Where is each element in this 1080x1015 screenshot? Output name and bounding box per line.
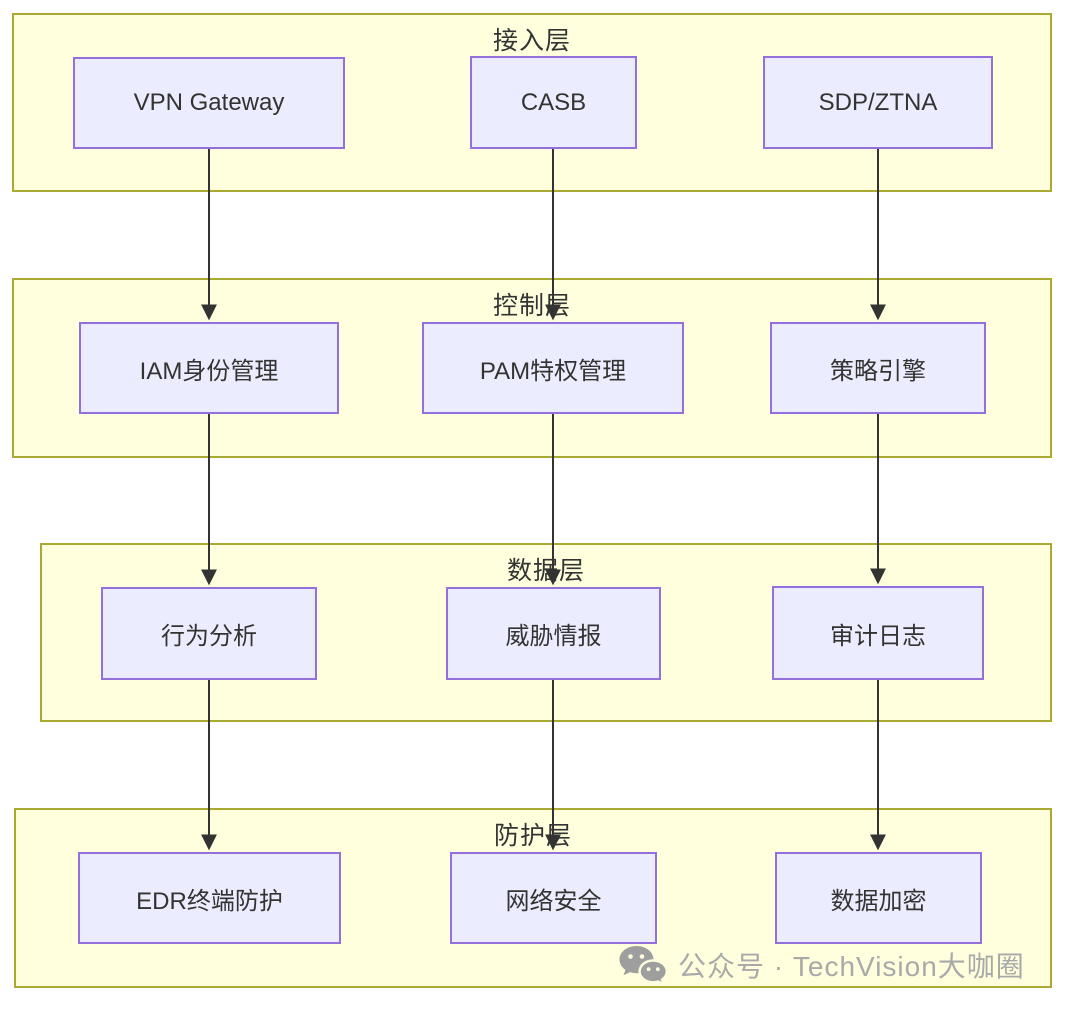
node-pam: PAM特权管理 xyxy=(422,322,684,414)
node-behavior-analysis: 行为分析 xyxy=(101,587,317,680)
node-vpn-gateway: VPN Gateway xyxy=(73,57,345,149)
wechat-icon xyxy=(619,946,668,986)
node-sdp-ztna: SDP/ZTNA xyxy=(763,56,993,149)
node-data-encryption: 数据加密 xyxy=(775,852,982,944)
node-audit-log: 审计日志 xyxy=(772,586,984,680)
layer-control-title: 控制层 xyxy=(492,292,571,320)
watermark: 公众号 · TechVision大咖圈 xyxy=(618,944,1025,986)
watermark-text: 公众号 · TechVision大咖圈 xyxy=(678,951,1025,982)
layer-data-title: 数据层 xyxy=(506,557,585,585)
node-network-security: 网络安全 xyxy=(450,852,657,944)
node-policy-engine: 策略引擎 xyxy=(770,322,986,414)
layer-protection-title: 防护层 xyxy=(493,822,572,850)
node-edr: EDR终端防护 xyxy=(78,852,341,944)
node-casb: CASB xyxy=(470,56,637,149)
node-threat-intel: 威胁情报 xyxy=(446,587,661,680)
node-iam: IAM身份管理 xyxy=(79,322,339,414)
layer-access-title: 接入层 xyxy=(492,27,571,55)
